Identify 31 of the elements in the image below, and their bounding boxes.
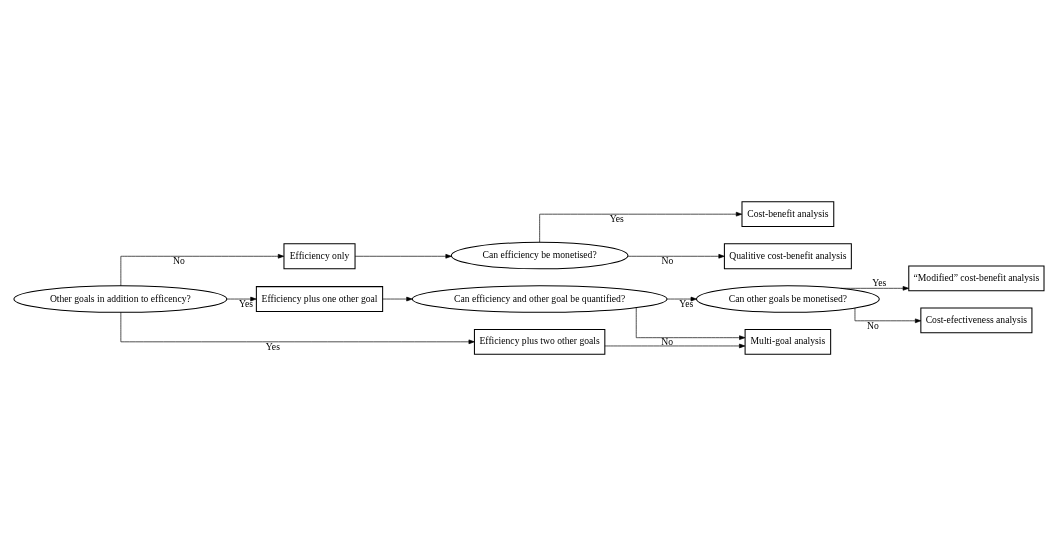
node-ellipse: Other goals in addition to efficency? xyxy=(13,284,228,313)
edge-label: No xyxy=(867,319,879,331)
arrow xyxy=(666,296,697,301)
edge-label: Yes xyxy=(609,212,624,224)
arrow xyxy=(120,311,475,344)
node-box: Efficiency only xyxy=(283,242,356,269)
arrow xyxy=(354,253,452,259)
edge-label: No xyxy=(661,254,674,266)
arrow xyxy=(840,285,909,291)
arrow xyxy=(226,296,257,301)
node-box: “Modified” cost-benefit analysis xyxy=(908,264,1045,291)
arrow xyxy=(382,296,413,301)
arrow xyxy=(120,253,285,286)
arrow xyxy=(604,343,746,348)
node-ellipse: Can efficiency and other goal be quantified? xyxy=(411,284,668,313)
node-box: Efficiency plus one other goal xyxy=(255,285,384,312)
arrow xyxy=(627,253,725,259)
arrow xyxy=(635,306,746,340)
node-box: Cost-efectiveness analysis xyxy=(920,307,1033,333)
node-box: Efficiency plus two other goals xyxy=(473,328,606,355)
node-box: Multi-goal analysis xyxy=(744,328,832,355)
edge-label: No xyxy=(173,254,185,266)
node-ellipse: Can efficiency be monetised? xyxy=(450,241,629,269)
node-box: Qualitive cost-benefit analysis xyxy=(723,242,852,269)
arrow xyxy=(854,307,922,323)
node-box: Cost-benefit analysis xyxy=(741,200,835,227)
edge-label: Yes xyxy=(679,297,694,309)
edge-label: Yes xyxy=(239,297,254,309)
edge-label: Yes xyxy=(265,340,280,352)
arrow xyxy=(539,211,743,243)
edge-label: No xyxy=(661,335,673,347)
